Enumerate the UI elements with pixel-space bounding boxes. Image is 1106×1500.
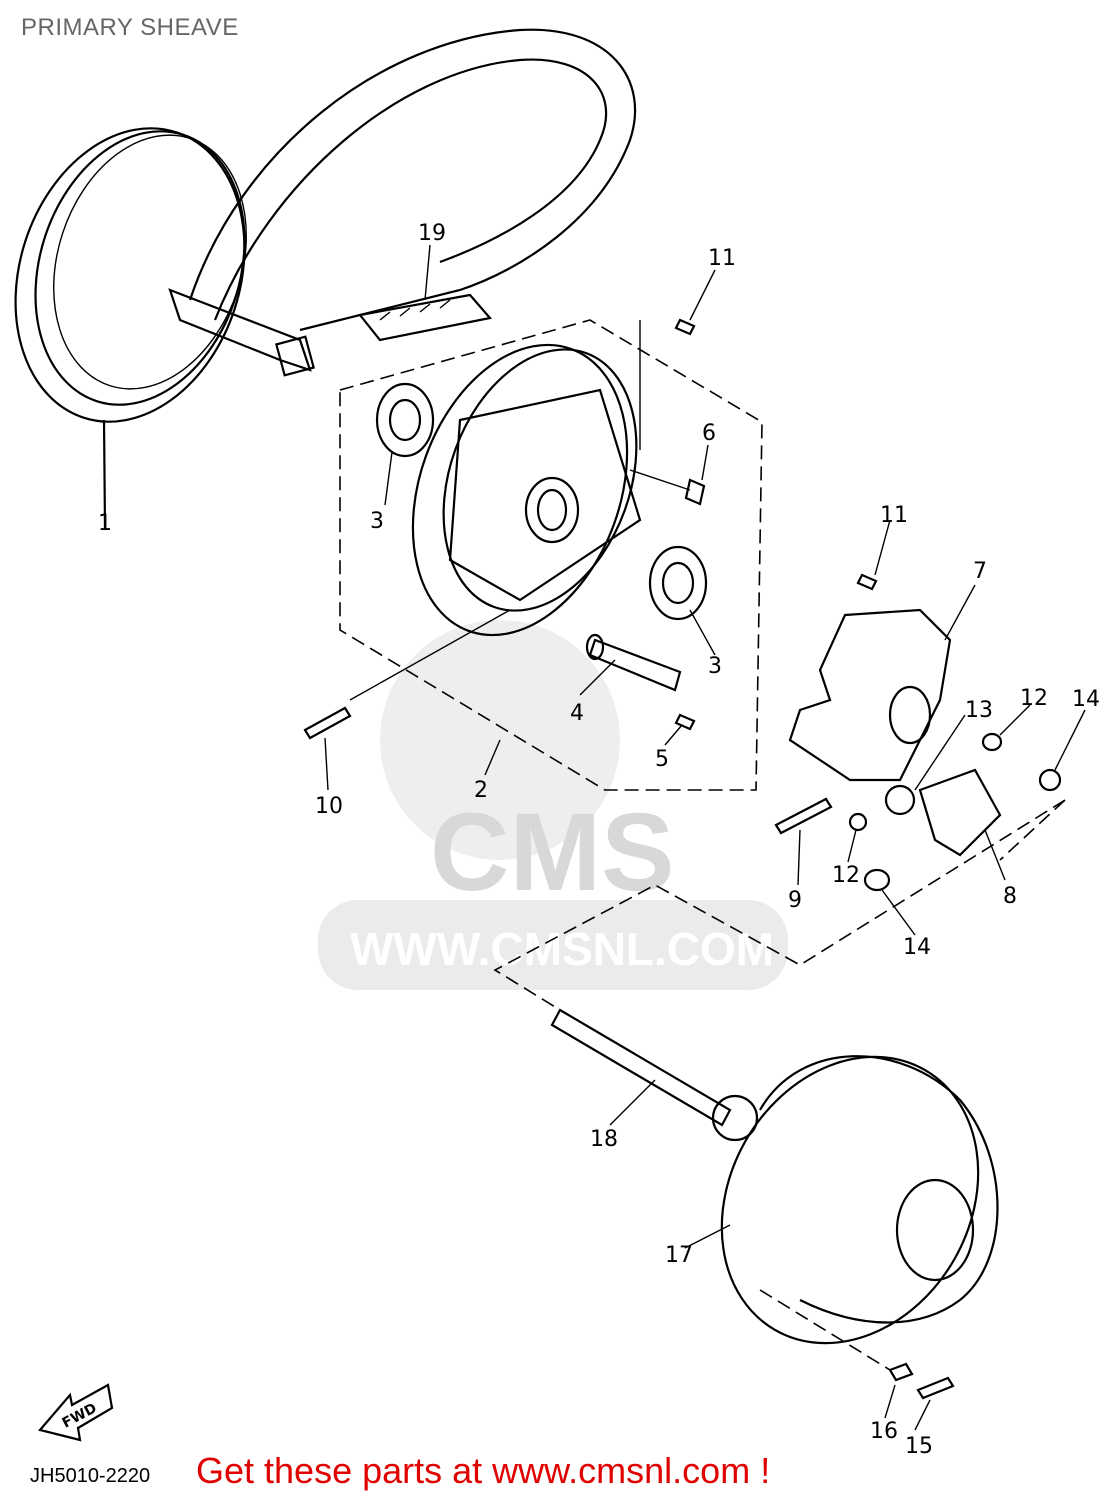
- part-label-11b: 11: [880, 503, 908, 528]
- primary-sheave-drawing: [303, 318, 763, 791]
- promo-link[interactable]: Get these parts at www.cmsnl.com !: [196, 1450, 771, 1491]
- watermark-url: WWW.CMSNL.COM: [350, 923, 774, 975]
- part-label-4: 4: [570, 701, 584, 726]
- part-label-11: 11: [708, 246, 736, 271]
- leader-lines: [324, 244, 1086, 1431]
- diagram-code: JH5010-2220: [30, 1465, 151, 1487]
- part-label-16: 16: [870, 1419, 898, 1444]
- part-label-9: 9: [788, 888, 802, 913]
- part-label-17: 17: [665, 1243, 693, 1268]
- part-label-15: 15: [905, 1434, 933, 1459]
- part-label-12b: 12: [832, 863, 860, 888]
- part-label-14: 14: [1072, 687, 1100, 712]
- part-label-10: 10: [315, 794, 343, 819]
- part-label-1: 1: [98, 511, 112, 536]
- part-label-7: 7: [973, 559, 987, 584]
- page-title: PRIMARY SHEAVE: [21, 14, 239, 41]
- part-label-13: 13: [965, 698, 993, 723]
- part-label-3b: 3: [708, 654, 722, 679]
- part-labels: 19 11 1 3 6 3 11 7 4 10 2 5 13 12 14 9 1…: [98, 221, 1100, 1459]
- part-label-12: 12: [1020, 686, 1048, 711]
- watermark-logo: CMS: [430, 791, 674, 914]
- part-label-2: 2: [474, 778, 488, 803]
- part-label-19: 19: [418, 221, 446, 246]
- part-label-3: 3: [370, 509, 384, 534]
- part-label-14b: 14: [903, 935, 931, 960]
- cover-and-bolt-drawing: [550, 1008, 999, 1400]
- part-label-6: 6: [702, 421, 716, 446]
- part-label-18: 18: [590, 1127, 618, 1152]
- part-label-8: 8: [1003, 884, 1017, 909]
- sheave-pulley-drawing: [14, 28, 636, 529]
- fwd-arrow-icon: FWD: [38, 1383, 114, 1442]
- part-label-5: 5: [655, 747, 669, 772]
- weight-holder-drawing: [493, 573, 1066, 1011]
